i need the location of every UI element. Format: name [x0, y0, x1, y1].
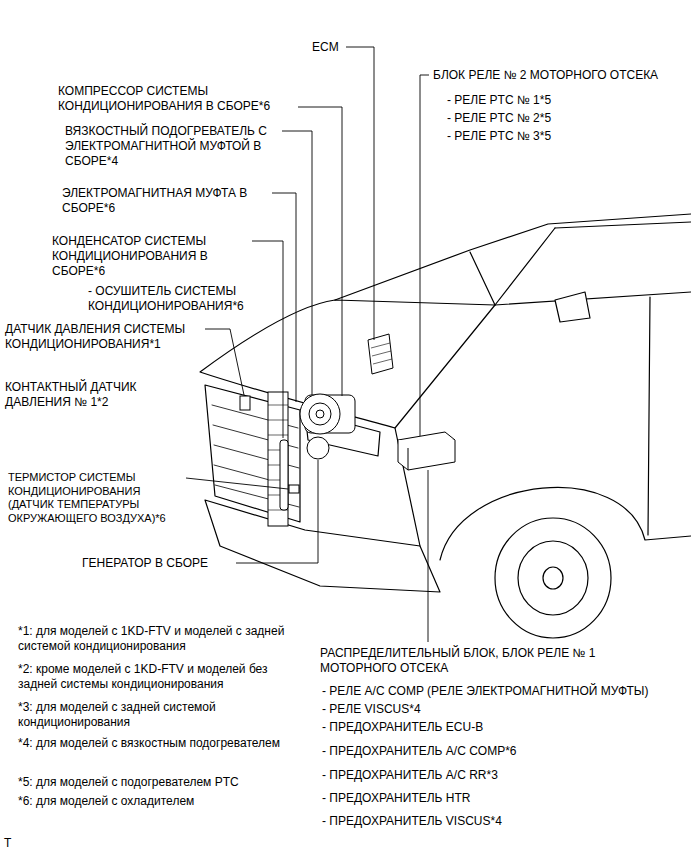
part-item: - ПРЕДОХРАНИТЕЛЬ HTR: [322, 791, 470, 806]
part-item: - РЕЛЕ PTC № 3*5: [447, 129, 551, 144]
roof-line: [335, 214, 691, 300]
leader-line: [284, 107, 342, 396]
relay-block: [398, 440, 455, 470]
part-item: - РЕЛЕ PTC № 1*5: [447, 93, 551, 108]
leader-line: [236, 460, 318, 563]
clutch-hub: [316, 410, 324, 418]
part-label: ТЕРМИСТОР СИСТЕМЫ КОНДИЦИОНИРОВАНИЯ (ДАТ…: [8, 471, 184, 525]
page-mark: T: [4, 836, 11, 851]
window-top: [555, 222, 691, 228]
belt-line: [495, 292, 691, 305]
part-item: - РЕЛЕ A/C COMP (РЕЛЕ ЭЛЕКТРОМАГНИТНОЙ М…: [322, 684, 648, 699]
footnote: *5: для моделей с подогревателем PTC: [18, 775, 239, 790]
part-label: БЛОК РЕЛЕ № 2 МОТОРНОГО ОТСЕКА: [433, 68, 658, 83]
part-item: - ПРЕДОХРАНИТЕЛЬ ECU-B: [322, 720, 483, 735]
footnote: *6: для моделей с охладителем: [18, 794, 194, 809]
footnote: *4: для моделей с вязкостным подогревате…: [18, 736, 280, 751]
footnote: *1: для моделей с 1KD-FTV и моделей с за…: [18, 624, 303, 654]
part-label: КОМПРЕССОР СИСТЕМЫ КОНДИЦИОНИРОВАНИЯ В С…: [58, 84, 298, 114]
wheel-rim: [518, 541, 588, 615]
part-label: РАСПРЕДЕЛИТЕЛЬНЫЙ БЛОК, БЛОК РЕЛЕ № 1 МО…: [320, 646, 660, 676]
part-item: - ПРЕДОХРАНИТЕЛЬ A/C COMP*6: [322, 744, 516, 759]
compressor-pulley: [300, 394, 340, 434]
part-item: - ОСУШИТЕЛЬ СИСТЕМЫ КОНДИЦИОНИРОВАНИЯ*6: [88, 284, 278, 314]
dryer: [280, 440, 288, 510]
pressure-sensor: [240, 396, 250, 410]
a-pillar: [495, 228, 555, 305]
ecm-grid: [371, 343, 392, 364]
magnetic-clutch: [309, 403, 331, 425]
part-label: КОНТАКТНЫЙ ДАТЧИК ДАВЛЕНИЯ № 1*2: [5, 380, 190, 410]
part-label: КОНДЕНСАТОР СИСТЕМЫ КОНДИЦИОНИРОВАНИЯ В …: [52, 234, 252, 279]
part-label: ВЯЗКОСТНЫЙ ПОДОГРЕВАТЕЛЬ С ЭЛЕКТРОМАГНИТ…: [65, 124, 280, 169]
condenser: [268, 392, 288, 526]
footnote: *3: для моделей с задней системой кондиц…: [18, 700, 303, 730]
part-item: - РЕЛЕ PTC № 2*5: [447, 111, 551, 126]
part-item: - ПРЕДОХРАНИТЕЛЬ VISCUS*4: [322, 814, 502, 829]
part-label: ГЕНЕРАТОР В СБОРЕ: [82, 556, 208, 571]
footnote: *2: кроме моделей с 1KD-FTV и моделей бе…: [18, 662, 303, 692]
part-item: - ПРЕДОХРАНИТЕЛЬ A/C RR*3: [322, 768, 498, 783]
condenser-fins: [268, 405, 288, 510]
windshield-edge: [470, 252, 495, 305]
part-label: ЭЛЕКТРОМАГНИТНАЯ МУФТА В СБОРЕ*6: [62, 186, 272, 216]
part-item: - РЕЛЕ VISCUS*4: [322, 702, 421, 717]
bumper: [205, 500, 440, 592]
leader-line: [282, 131, 312, 395]
ecm: [368, 334, 393, 374]
thermistor: [289, 485, 299, 493]
part-label: ДАТЧИК ДАВЛЕНИЯ СИСТЕМЫ КОНДИЦИОНИРОВАНИ…: [5, 322, 205, 352]
leader-line: [420, 75, 429, 436]
mirror: [555, 292, 590, 322]
components: [240, 334, 455, 526]
leader-line: [204, 329, 244, 395]
door-line: [648, 297, 650, 535]
car-body: [200, 214, 691, 638]
leader-line: [346, 47, 374, 340]
wheel: [495, 518, 611, 638]
leader-line: [186, 478, 288, 489]
part-label: ECM: [312, 40, 339, 55]
generator: [307, 437, 329, 459]
wheel-hub: [543, 567, 563, 589]
leader-line: [428, 470, 429, 642]
